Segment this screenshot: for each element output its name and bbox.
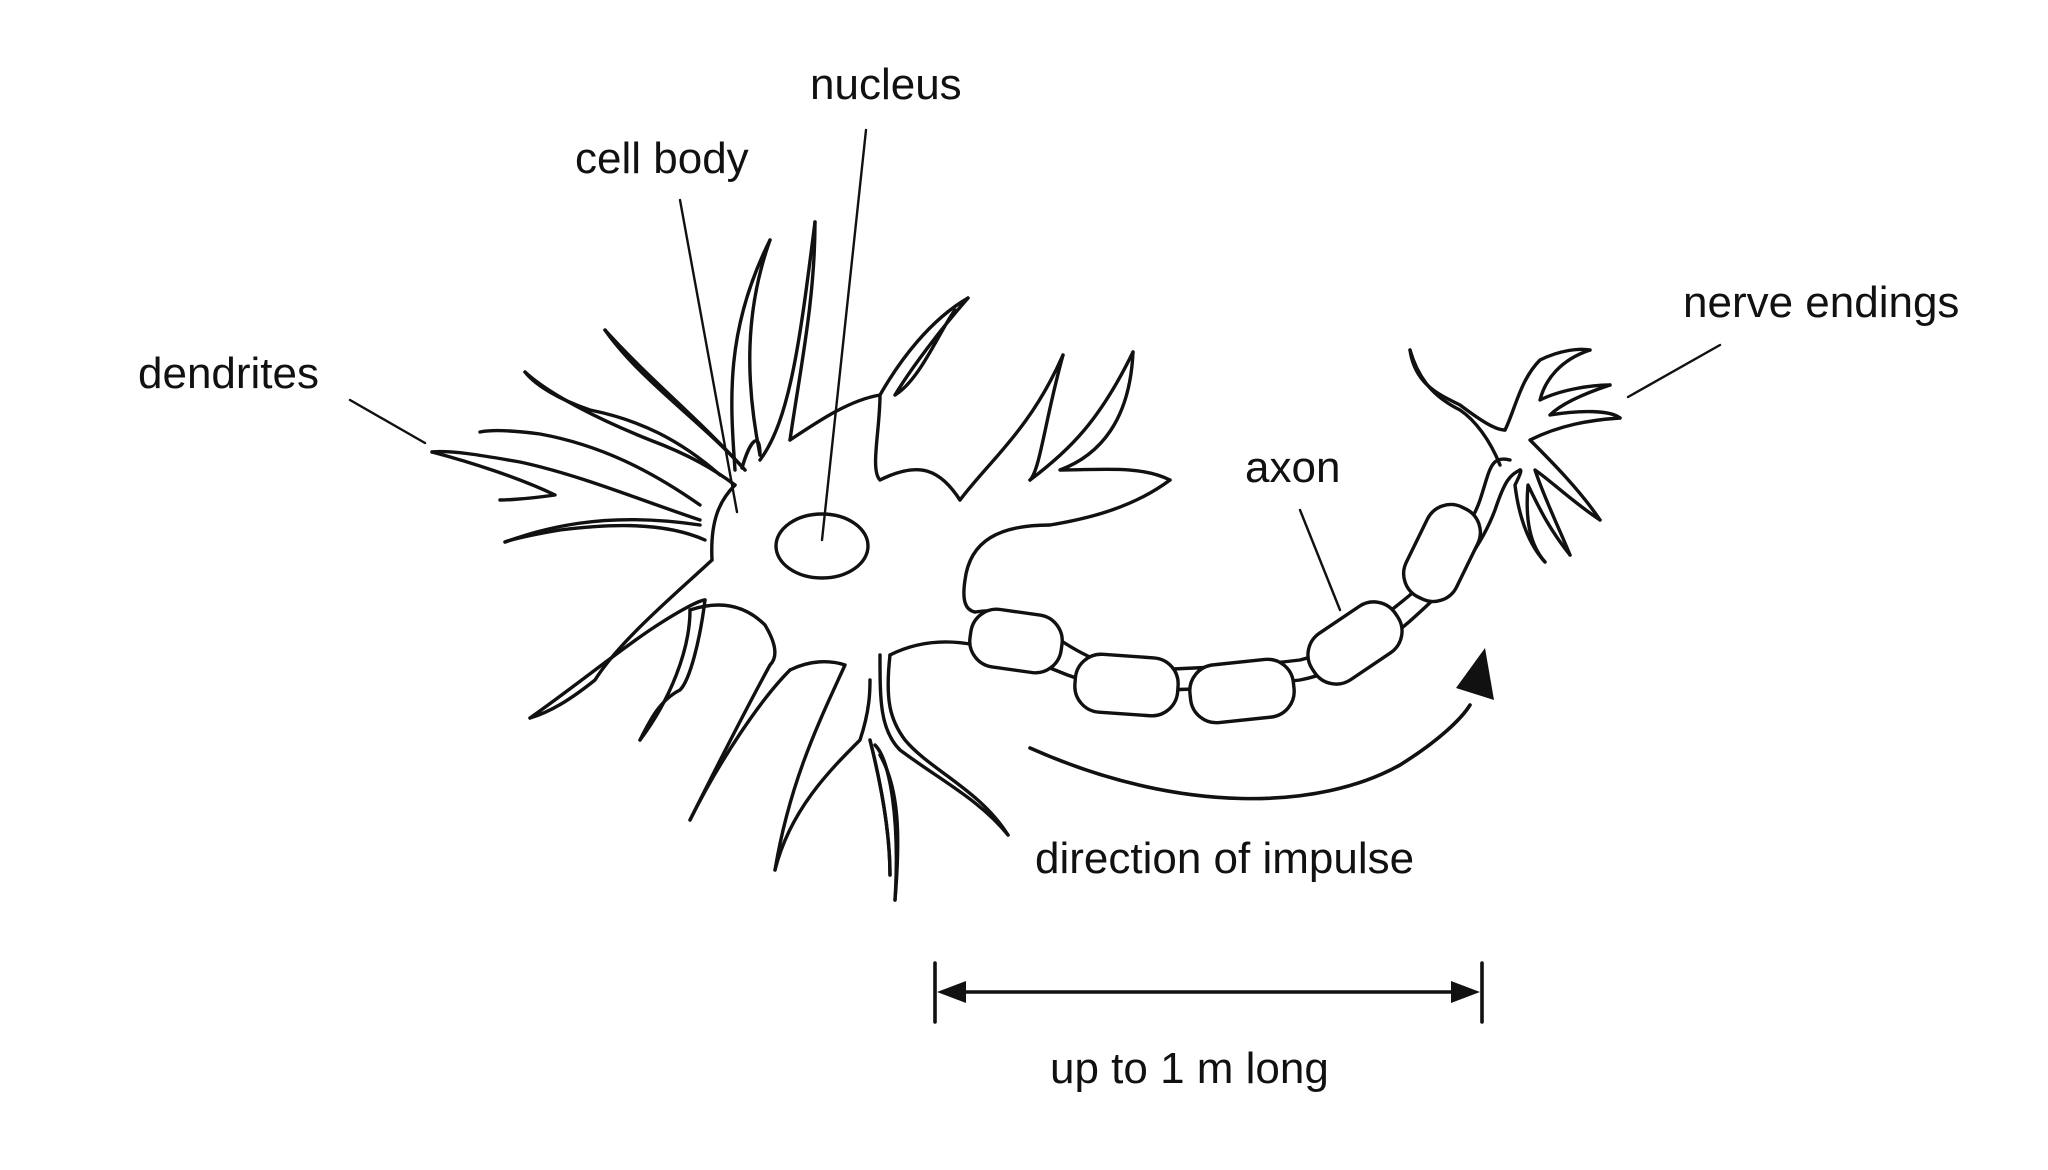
axon: [968, 457, 1522, 725]
dendrite-upper-left-1b: [523, 370, 737, 487]
dendrite-lower-mid-1: [773, 660, 847, 872]
dendrite-left-far: [430, 449, 702, 522]
dendrite-top-left: [730, 238, 772, 472]
dendrite-left-low-2: [503, 517, 702, 544]
dendrites-label: dendrites: [138, 349, 319, 398]
dendrite-upper-left-2b: [603, 328, 747, 472]
dendrite-lower-left-2b: [638, 608, 692, 742]
myelin-sheath: [1188, 657, 1296, 725]
dendrite-top-mid-b: [788, 220, 817, 442]
cell-body: [710, 483, 977, 657]
cell-body-outline-top: [710, 483, 737, 562]
nerve-endings: [1408, 347, 1622, 564]
nerve-ending-branch: [1408, 348, 1502, 467]
nerve-ending-branch: [1513, 468, 1547, 564]
axon-fibre-bottom: [973, 468, 1522, 692]
dendrite-top-right-c: [873, 393, 962, 502]
dendrite-lower-mid-2: [868, 738, 892, 877]
dendrite-left-far-2: [430, 450, 557, 502]
cell-body-leader: [678, 198, 739, 514]
dendrite-lower-mid-2b: [868, 738, 892, 877]
length-scale-right-head: [1451, 981, 1480, 1003]
dendrite-lower-right-b: [886, 653, 1010, 837]
length-scale: [933, 961, 1484, 1024]
nucleus-label: nucleus: [810, 60, 962, 109]
nerve-ending-branch: [1528, 416, 1622, 522]
dendrite-lower-left-3b: [688, 668, 792, 822]
dendrites: [430, 220, 1172, 902]
direction-of-impulse-label: direction of impulse: [1035, 834, 1414, 883]
dendrite-lower-mid-1b: [773, 678, 872, 872]
myelin-sheath: [968, 607, 1064, 675]
dendrite-top-left-b: [748, 238, 772, 457]
dendrite-lower-right: [878, 653, 1010, 837]
nerve-ending-branch: [1525, 483, 1572, 564]
dendrite-right-upper-1b: [1028, 353, 1065, 482]
dendrite-lower-left-3: [688, 603, 777, 822]
nerve-ending-branch: [1548, 383, 1622, 420]
axon-leader: [1298, 508, 1342, 612]
dendrites-leader: [348, 398, 427, 445]
dendrite-right-upper-2b: [1058, 350, 1172, 482]
myelin-sheath: [1306, 600, 1404, 686]
cell-body-outline-bottom: [888, 640, 977, 657]
length-scale-left-head: [937, 981, 966, 1003]
nerve-ending-branch: [1408, 348, 1507, 432]
nucleus-leader: [820, 128, 868, 542]
dendrite-top-right-b: [893, 296, 970, 397]
axon-label: axon: [1245, 443, 1340, 492]
dendrite-right-upper-1: [958, 353, 1065, 502]
dendrite-right-upper-2: [1028, 350, 1135, 482]
cell-body-label: cell body: [575, 134, 749, 183]
nerve-ending-branch: [1533, 468, 1602, 557]
dendrite-top-mid: [758, 220, 817, 462]
myelin-sheath: [1073, 652, 1180, 718]
impulse-arrow-head: [1456, 648, 1494, 700]
impulse-direction-arrow: [1028, 703, 1472, 801]
dendrite-left-upper: [478, 428, 702, 507]
length-label: up to 1 m long: [1050, 1044, 1329, 1093]
dendrite-right-upper-3: [962, 478, 1172, 614]
myelin-sheath: [1401, 502, 1483, 604]
dendrite-lower-left-1b: [528, 598, 707, 720]
nerve-endings-leader: [1626, 343, 1722, 399]
nerve-ending-branch: [1503, 347, 1592, 432]
nerve-ending-branch: [1538, 348, 1612, 402]
dendrite-lower-left-1: [528, 558, 714, 720]
nerve-endings-label: nerve endings: [1683, 278, 1959, 327]
dendrite-lower-mid-3b: [873, 743, 898, 902]
nucleus-shape: [774, 512, 870, 580]
dendrite-lower-left-2: [638, 598, 707, 742]
